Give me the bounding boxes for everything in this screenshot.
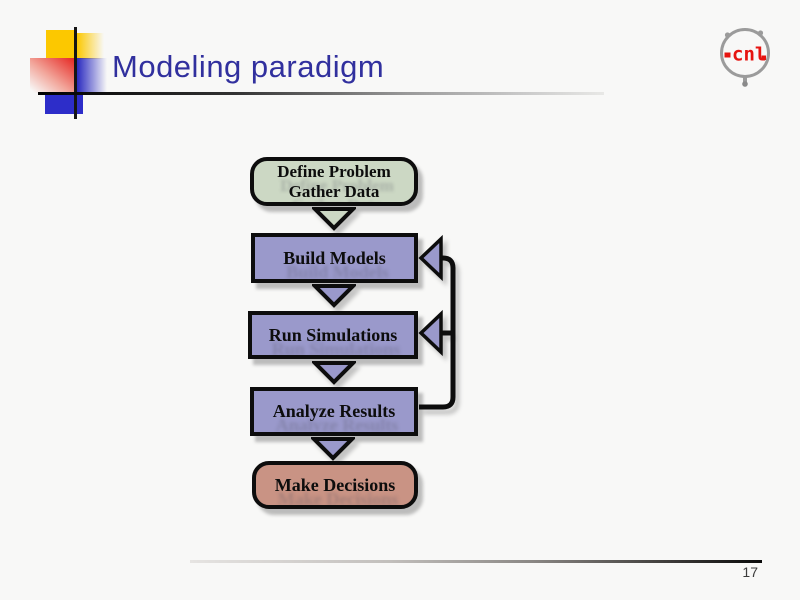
- down-arrow: [312, 207, 356, 231]
- title-underline: [38, 92, 604, 95]
- cnl-logo: cnl: [720, 28, 770, 87]
- accent-vertical-line: [74, 27, 77, 119]
- accent-red-square: [30, 58, 75, 93]
- logo-text: cnl: [732, 44, 766, 66]
- logo-dash: [724, 52, 731, 58]
- node-label: Analyze Results: [272, 401, 396, 421]
- feedback-arrowhead-build: [418, 234, 443, 282]
- feedback-arrows: [418, 234, 456, 410]
- accent-blue-fade: [77, 58, 107, 93]
- logo-dot: [761, 55, 766, 60]
- feedback-arrowhead-run: [418, 309, 443, 357]
- node-define-problem: Define Problem Gather Data: [250, 157, 418, 206]
- down-arrow: [311, 437, 355, 461]
- node-make-decisions: Make Decisions: [252, 461, 418, 509]
- logo-bump-right: [757, 30, 764, 36]
- down-arrow: [312, 284, 356, 308]
- slide-title: Modeling paradigm: [112, 49, 385, 84]
- node-run-simulations: Run Simulations: [248, 311, 418, 359]
- node-build-models: Build Models: [251, 233, 418, 283]
- footer-line: [190, 560, 762, 563]
- node-label: Define Problem: [277, 162, 391, 182]
- node-label: Gather Data: [288, 181, 380, 201]
- node-label: Build Models: [283, 247, 386, 268]
- node-label: Make Decisions: [274, 474, 396, 495]
- node-label: Run Simulations: [268, 324, 398, 345]
- down-arrow: [312, 361, 356, 385]
- logo-bump-left: [724, 32, 731, 38]
- accent-yellow-fade: [77, 33, 104, 59]
- page-number: 17: [742, 564, 758, 580]
- accent-yellow-square: [46, 30, 76, 59]
- node-analyze-results: Analyze Results: [250, 387, 418, 436]
- accent-blue-square: [45, 94, 83, 114]
- logo-stem: [743, 76, 747, 82]
- logo-stem-ball: [742, 81, 748, 87]
